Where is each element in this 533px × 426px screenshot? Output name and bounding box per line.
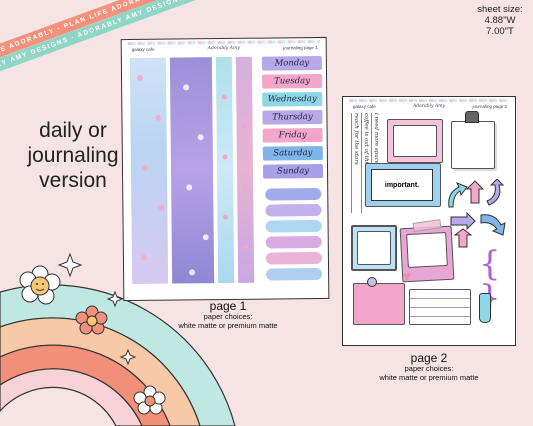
day-label-friday: Friday [262, 127, 323, 143]
sheet-page-label: journaling page 2 [472, 104, 507, 109]
washi-pattern [137, 74, 249, 276]
version-title: daily or journaling version [18, 118, 128, 193]
blue-note-inner [357, 231, 391, 265]
sheet-size-label: sheet size: [477, 4, 523, 15]
page-1-paper-options: white matte or premium matte [178, 320, 278, 330]
day-label-thursday: Thursday [262, 109, 323, 125]
sheet-brand: Adorably Amy [412, 104, 446, 109]
brush-swatch [265, 235, 322, 249]
curved-arrow-icon [480, 214, 506, 236]
quote-strip: reach for the stars [351, 113, 359, 213]
page-2-paper-label: paper choices: [404, 364, 454, 373]
curved-arrow-icon [448, 182, 468, 208]
brush-swatch [265, 251, 323, 265]
curved-arrow-icon [486, 179, 505, 206]
sheet-size-info: sheet size: 4.88"W 7.00"T [471, 4, 529, 37]
heart-icon: ♥ [403, 268, 412, 284]
sheet-page-label: journaling page 1 [283, 45, 318, 51]
brush-swatch [265, 219, 322, 233]
version-line-3: version [39, 169, 107, 192]
sheet-size-height: 7.00"T [486, 26, 514, 37]
page-1-caption: page 1 paper choices: white matte or pre… [168, 300, 288, 330]
rainbow-illustration [0, 252, 236, 426]
day-label-saturday: Saturday [262, 145, 323, 161]
flower-icon [75, 305, 108, 335]
sticker-sheet-page-1: galaxy cafe Adorably Amy journaling page… [120, 36, 330, 302]
day-label-monday: Monday [261, 55, 322, 71]
quote-strip: i need more space [371, 113, 379, 173]
polaroid-inner [406, 231, 448, 269]
notepad-sticker [451, 121, 495, 169]
page-2-title: page 2 [410, 351, 448, 365]
tumbler-icon [479, 293, 491, 323]
arrow-stickers [448, 179, 506, 248]
up-arrow-icon [465, 180, 485, 204]
version-line-2: journaling [27, 144, 119, 167]
right-arrow-icon [450, 211, 476, 231]
header-stripe [349, 99, 509, 102]
binder-clip-icon [465, 111, 479, 123]
sheet-kit-name: galaxy cafe [353, 104, 376, 109]
sheet-kit-name: galaxy cafe [131, 46, 155, 52]
brush-swatch [265, 187, 322, 201]
lined-note [409, 289, 471, 325]
important-label: important. [371, 169, 433, 201]
day-label-tuesday: Tuesday [262, 73, 323, 89]
day-label-sunday: Sunday [262, 163, 324, 179]
brush-swatch [265, 203, 322, 217]
sheet-size-width: 4.88"W [484, 15, 516, 26]
photo-frame-inner [393, 125, 437, 157]
version-line-1: daily or [39, 119, 107, 142]
pushpin-icon [367, 277, 377, 287]
flower-icon [133, 385, 166, 415]
up-arrow-icon [453, 228, 473, 248]
header-stripe [127, 40, 320, 46]
sheet-header: galaxy cafe Adorably Amy journaling page… [343, 97, 515, 111]
sticker-sheet-page-2: galaxy cafe Adorably Amy journaling page… [342, 96, 516, 346]
sparkle-icon [57, 252, 137, 366]
flower-icon [19, 265, 61, 305]
sheet-header: galaxy cafe Adorably Amy journaling page… [122, 38, 326, 54]
sticky-note-pink [353, 283, 405, 325]
page-2-paper-options: white matte or premium matte [379, 372, 479, 382]
sheet-brand: Adorably Amy [207, 45, 240, 52]
page-1-paper-label: paper choices: [203, 312, 253, 321]
page-1-title: page 1 [209, 299, 247, 313]
page-2-caption: page 2 paper choices: white matte or pre… [364, 352, 494, 382]
quote-strip: coffee is out of this world [361, 113, 369, 213]
brush-swatch [266, 267, 323, 281]
day-label-wednesday: Wednesday [262, 91, 323, 107]
